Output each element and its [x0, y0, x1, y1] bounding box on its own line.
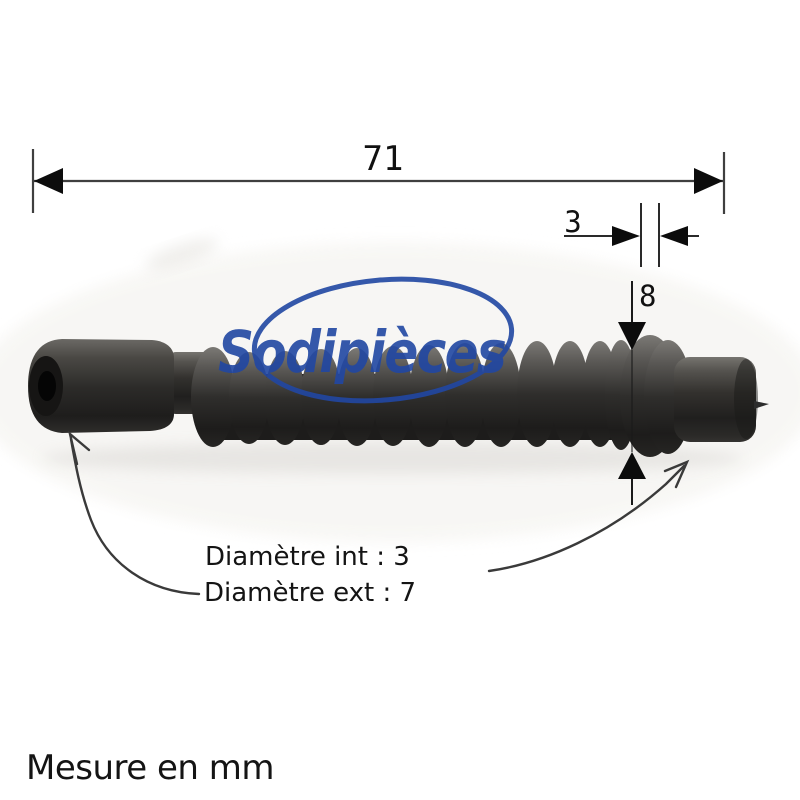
curved-arrowhead-left-icon: [68, 430, 91, 466]
hose-right-fitting: [674, 357, 769, 442]
dim-length-value: 71: [363, 139, 404, 179]
bellows-ridge: [337, 348, 377, 446]
watermark-text: Sodipièces: [218, 318, 505, 386]
arrowhead-right-icon: [612, 226, 640, 246]
bellows-ridge: [229, 352, 269, 444]
dim-end-width-value: 3: [564, 205, 581, 239]
leader-arrows: [68, 430, 690, 596]
bellows-ridge: [191, 347, 235, 447]
arrowhead-down-icon: [618, 322, 646, 350]
right-face-shade: [734, 359, 758, 439]
bellows-ridge: [409, 345, 449, 447]
curved-arrow-left: [69, 437, 201, 596]
arrowhead-up-icon: [618, 452, 646, 479]
bellows-ridge: [517, 341, 557, 447]
bellows-ridge: [481, 343, 521, 447]
hose-left-cap: [28, 339, 174, 433]
bellows-ridge: [373, 346, 413, 446]
outer-diameter-label: Diamètre ext : 7: [204, 578, 417, 608]
dim-end-width: 3: [564, 203, 699, 267]
dim-overall-length: 71: [31, 139, 726, 214]
curved-arrow-right: [487, 464, 686, 573]
left-cap-body: [28, 339, 174, 433]
dim-height: 8: [618, 279, 656, 505]
part-shadow: [42, 442, 742, 474]
watermark-ellipse: [251, 276, 515, 404]
left-cap-hole: [38, 371, 56, 401]
arrowhead-left-icon: [660, 226, 688, 246]
inner-diameter-label: Diamètre int : 3: [205, 542, 410, 572]
hose-right-cylinder: [674, 357, 756, 442]
watermark: Sodipièces: [218, 276, 515, 404]
hose-part: [28, 335, 769, 457]
arrowhead-left-icon: [34, 168, 63, 194]
arrowhead-right-icon: [694, 168, 723, 194]
hose-right-tip: [754, 401, 769, 409]
bellows-ridge: [265, 351, 305, 445]
bellows-ridge: [445, 343, 485, 447]
dim-height-value: 8: [639, 279, 656, 313]
background-smudge: [145, 238, 219, 270]
unit-note-label: Mesure en mm: [26, 748, 275, 788]
bellows-ridge: [551, 341, 589, 447]
curved-arrowhead-right-icon: [663, 459, 690, 489]
